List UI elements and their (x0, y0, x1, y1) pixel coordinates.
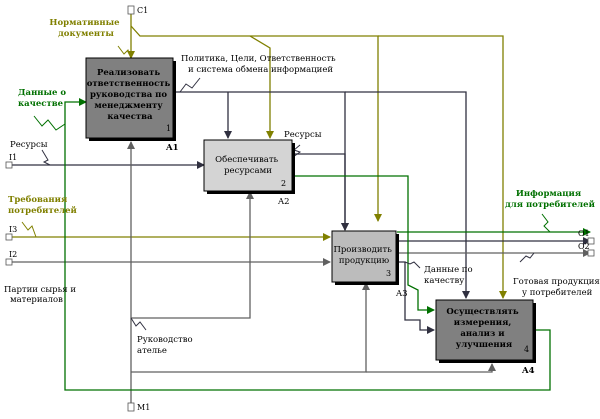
label-management: Руководство ателье (137, 335, 195, 356)
svg-text:I3: I3 (9, 225, 17, 234)
svg-text:I2: I2 (9, 250, 17, 259)
arrow-a2-to-a4 (293, 175, 435, 314)
arrow-m1-a4 (366, 363, 496, 373)
label-resources-left: Ресурсы (10, 140, 48, 150)
label-customer-info: Информация для потребителей (505, 189, 595, 210)
box-number-2: 2 (281, 179, 286, 188)
label-policy: Политика, Цели, Ответственность и систем… (181, 54, 338, 75)
arrow-m1-a3 (131, 282, 370, 373)
svg-text:I1: I1 (9, 153, 17, 162)
activity-box-a2[interactable]: Обеспечивать ресурсами 2 A2 (203, 139, 295, 207)
label-finished-product: Готовая продукция у потребителей (513, 277, 600, 298)
arrow-c1-to-a4 (378, 35, 507, 299)
label-quality-data-2: Данные по качеству (424, 265, 475, 286)
label-quality-data: Данные о качестве (18, 88, 69, 109)
arrow-policy-a4 (345, 91, 470, 299)
squiggle-resources (292, 144, 302, 158)
arrow-a3-to-a4 (397, 261, 435, 334)
box-code-a3: A3 (395, 289, 408, 299)
activity-box-a1[interactable]: Реализовать ответственность руководства … (85, 57, 179, 153)
label-norm-docs: Нормативные документы (49, 18, 122, 39)
i3-marker: I3 (5, 225, 17, 241)
svg-text:Осуществлять измерения,: Осуществлять измерения, анализ и улучшен… (446, 307, 521, 350)
i2-marker: I2 (5, 250, 17, 266)
squiggle-policy (179, 77, 201, 93)
svg-text:O2: O2 (578, 242, 590, 251)
squiggle-norm (117, 45, 132, 59)
box-code-a4: A4 (521, 366, 535, 376)
squiggle-res-left (41, 149, 51, 166)
c1-marker: C1 (127, 5, 148, 15)
o2-marker: O2 (578, 242, 595, 257)
svg-text:Производить продукцию: Производить продукцию (333, 245, 394, 266)
arrow-m1-a2 (131, 191, 254, 319)
svg-text:O1: O1 (578, 229, 590, 238)
box-number-1: 1 (166, 124, 171, 133)
arrow-c1-to-a2 (249, 35, 274, 139)
o1-marker: O1 (578, 229, 595, 245)
arrow-a2-to-a3 (293, 153, 349, 231)
svg-text:C1: C1 (137, 6, 148, 15)
label-resources-mid: Ресурсы (284, 130, 322, 140)
label-raw-materials: Партии сырья и материалов (4, 285, 79, 305)
activity-box-a4[interactable]: Осуществлять измерения, анализ и улучшен… (435, 299, 536, 376)
svg-text:Реализовать ответственно: Реализовать ответственность руководства … (87, 68, 174, 122)
squiggle-finished (519, 252, 535, 263)
squiggle-req (21, 221, 37, 238)
arrow-c1-branch (130, 25, 382, 222)
label-customer-req: Требования потребителей (8, 194, 78, 216)
i1-marker: I1 (5, 153, 17, 169)
box-code-a1: A1 (165, 143, 179, 153)
activity-box-a3[interactable]: Производить продукцию 3 A3 (331, 230, 408, 299)
box-number-4: 4 (524, 345, 529, 354)
svg-text:Обеспечивать ресурсами: Обеспечивать ресурсами (215, 154, 281, 176)
svg-text:M1: M1 (137, 403, 150, 412)
squiggle-mgmt (130, 317, 147, 331)
squiggle-quality (33, 115, 66, 131)
box-number-3: 3 (386, 269, 391, 278)
arrow-quality-feedback (64, 98, 551, 391)
squiggle-info (541, 213, 551, 233)
m1-marker: M1 (127, 402, 150, 412)
squiggle-a3-out (404, 261, 421, 269)
box-code-a2: A2 (277, 197, 290, 207)
